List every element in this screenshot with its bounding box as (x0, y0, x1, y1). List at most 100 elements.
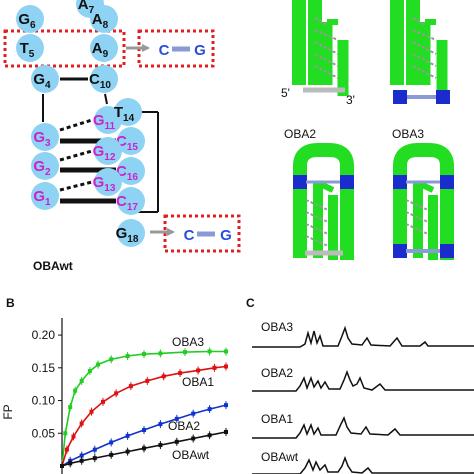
svg-text:G4: G4 (33, 71, 51, 91)
trace-label-obawt: OBAwt (261, 450, 299, 464)
data-point (174, 416, 179, 421)
data-point (224, 364, 228, 369)
svg-text:A9: A9 (92, 40, 109, 60)
svg-text:C17: C17 (116, 193, 138, 213)
top-pair-right: G (194, 42, 206, 59)
data-point (191, 411, 196, 416)
svg-text:T5: T5 (20, 40, 35, 60)
data-point (183, 350, 187, 355)
data-point (207, 349, 212, 354)
data-point (142, 428, 146, 432)
data-point (191, 436, 196, 441)
data-point (101, 399, 105, 404)
svg-text:A7: A7 (78, 0, 95, 16)
bond-g2-g12 (59, 149, 93, 162)
panel-b-chart: B FP 0.200.150.100.05 OBA3 OBA1 OBA2 OBA… (1, 296, 228, 474)
data-point (60, 464, 64, 468)
bond-g3-g11 (59, 118, 93, 132)
data-point (158, 422, 163, 427)
nt-g18: G18 (116, 219, 145, 247)
trace-oba1 (252, 416, 474, 439)
data-point (158, 351, 163, 356)
data-point (68, 461, 73, 466)
nt-g4: G4 (31, 65, 59, 93)
obawt-label: OBAwt (33, 259, 73, 273)
data-point (68, 405, 73, 410)
data-point (63, 431, 68, 436)
series-label-oba1: OBA1 (182, 375, 214, 389)
y-tick-label: 0.15 (32, 361, 56, 375)
data-point (125, 449, 130, 454)
data-point (142, 352, 146, 357)
data-point (125, 433, 130, 438)
oba2-label: OBA2 (284, 127, 316, 141)
top-pair-left: C (159, 42, 170, 59)
chart-axes: 0.20 0.15 0.10 0.05 (32, 318, 63, 474)
data-point (87, 369, 92, 374)
nt-g6: G6 (16, 5, 44, 33)
nt-c15: C15 (116, 127, 145, 155)
panel-b-ylabel: FP (1, 404, 15, 419)
y-tick-label: 0.20 (32, 328, 56, 342)
data-point (79, 378, 84, 383)
data-point (212, 365, 217, 370)
bottom-pair-left: C (184, 227, 195, 244)
data-point (125, 354, 130, 359)
data-point (128, 384, 133, 389)
nt-g3: G3 (31, 123, 59, 151)
t5-a9-highlight-box (3, 29, 126, 68)
trace-oba3 (252, 325, 474, 348)
data-point (109, 440, 114, 445)
data-point (79, 453, 84, 458)
nt-g13: G13 (93, 168, 122, 196)
data-point (73, 388, 78, 393)
series-label-obawt: OBAwt (172, 448, 210, 462)
data-point (109, 357, 114, 362)
data-point (109, 452, 114, 457)
trace-obawt (252, 455, 474, 474)
panel-a-structure: C G C G A7 G6 A8 (3, 0, 241, 273)
oba3-label: OBA3 (392, 127, 424, 141)
nt-g2: G2 (31, 152, 59, 180)
schematic-oba2 (293, 143, 354, 260)
data-point (196, 368, 201, 373)
nt-c17: C17 (116, 187, 145, 215)
svg-text:C10: C10 (89, 71, 111, 91)
svg-text:G11: G11 (93, 112, 116, 132)
data-point (207, 433, 212, 438)
data-point (92, 456, 97, 461)
data-point (142, 446, 146, 451)
data-point (79, 458, 84, 463)
three-prime-end: 3' (346, 93, 355, 107)
y-tick-label: 0.05 (32, 426, 56, 440)
svg-text:G6: G6 (18, 11, 36, 31)
nt-a9: A9 (90, 34, 118, 62)
series-line-oba3 (61, 350, 226, 467)
data-point (96, 362, 101, 367)
series-label-oba3: OBA3 (172, 335, 204, 349)
five-prime-end: 5' (281, 86, 290, 100)
panel-c-spectra: C OBA3 OBA2 OBA1 OBAwt (246, 296, 474, 474)
panel-b-letter: B (6, 296, 15, 310)
nt-t5: T5 (16, 34, 44, 62)
svg-text:G3: G3 (33, 129, 51, 149)
svg-text:C15: C15 (116, 133, 138, 153)
data-point (64, 447, 69, 452)
nt-g1: G1 (31, 182, 59, 210)
data-point (89, 409, 94, 414)
y-tick-label: 0.10 (32, 394, 56, 408)
data-point (207, 407, 212, 412)
svg-text:G12: G12 (93, 143, 116, 163)
data-point (224, 403, 228, 408)
trace-oba2 (252, 369, 474, 392)
schematic-top-left: 5' 3' (281, 0, 355, 107)
svg-text:C16: C16 (116, 163, 138, 183)
data-point (178, 371, 183, 376)
trace-label-oba2: OBA2 (261, 366, 293, 380)
svg-text:G2: G2 (33, 158, 51, 178)
data-point (92, 447, 97, 452)
svg-text:A8: A8 (92, 11, 109, 31)
data-point (79, 421, 84, 426)
nt-c16: C16 (116, 157, 145, 185)
